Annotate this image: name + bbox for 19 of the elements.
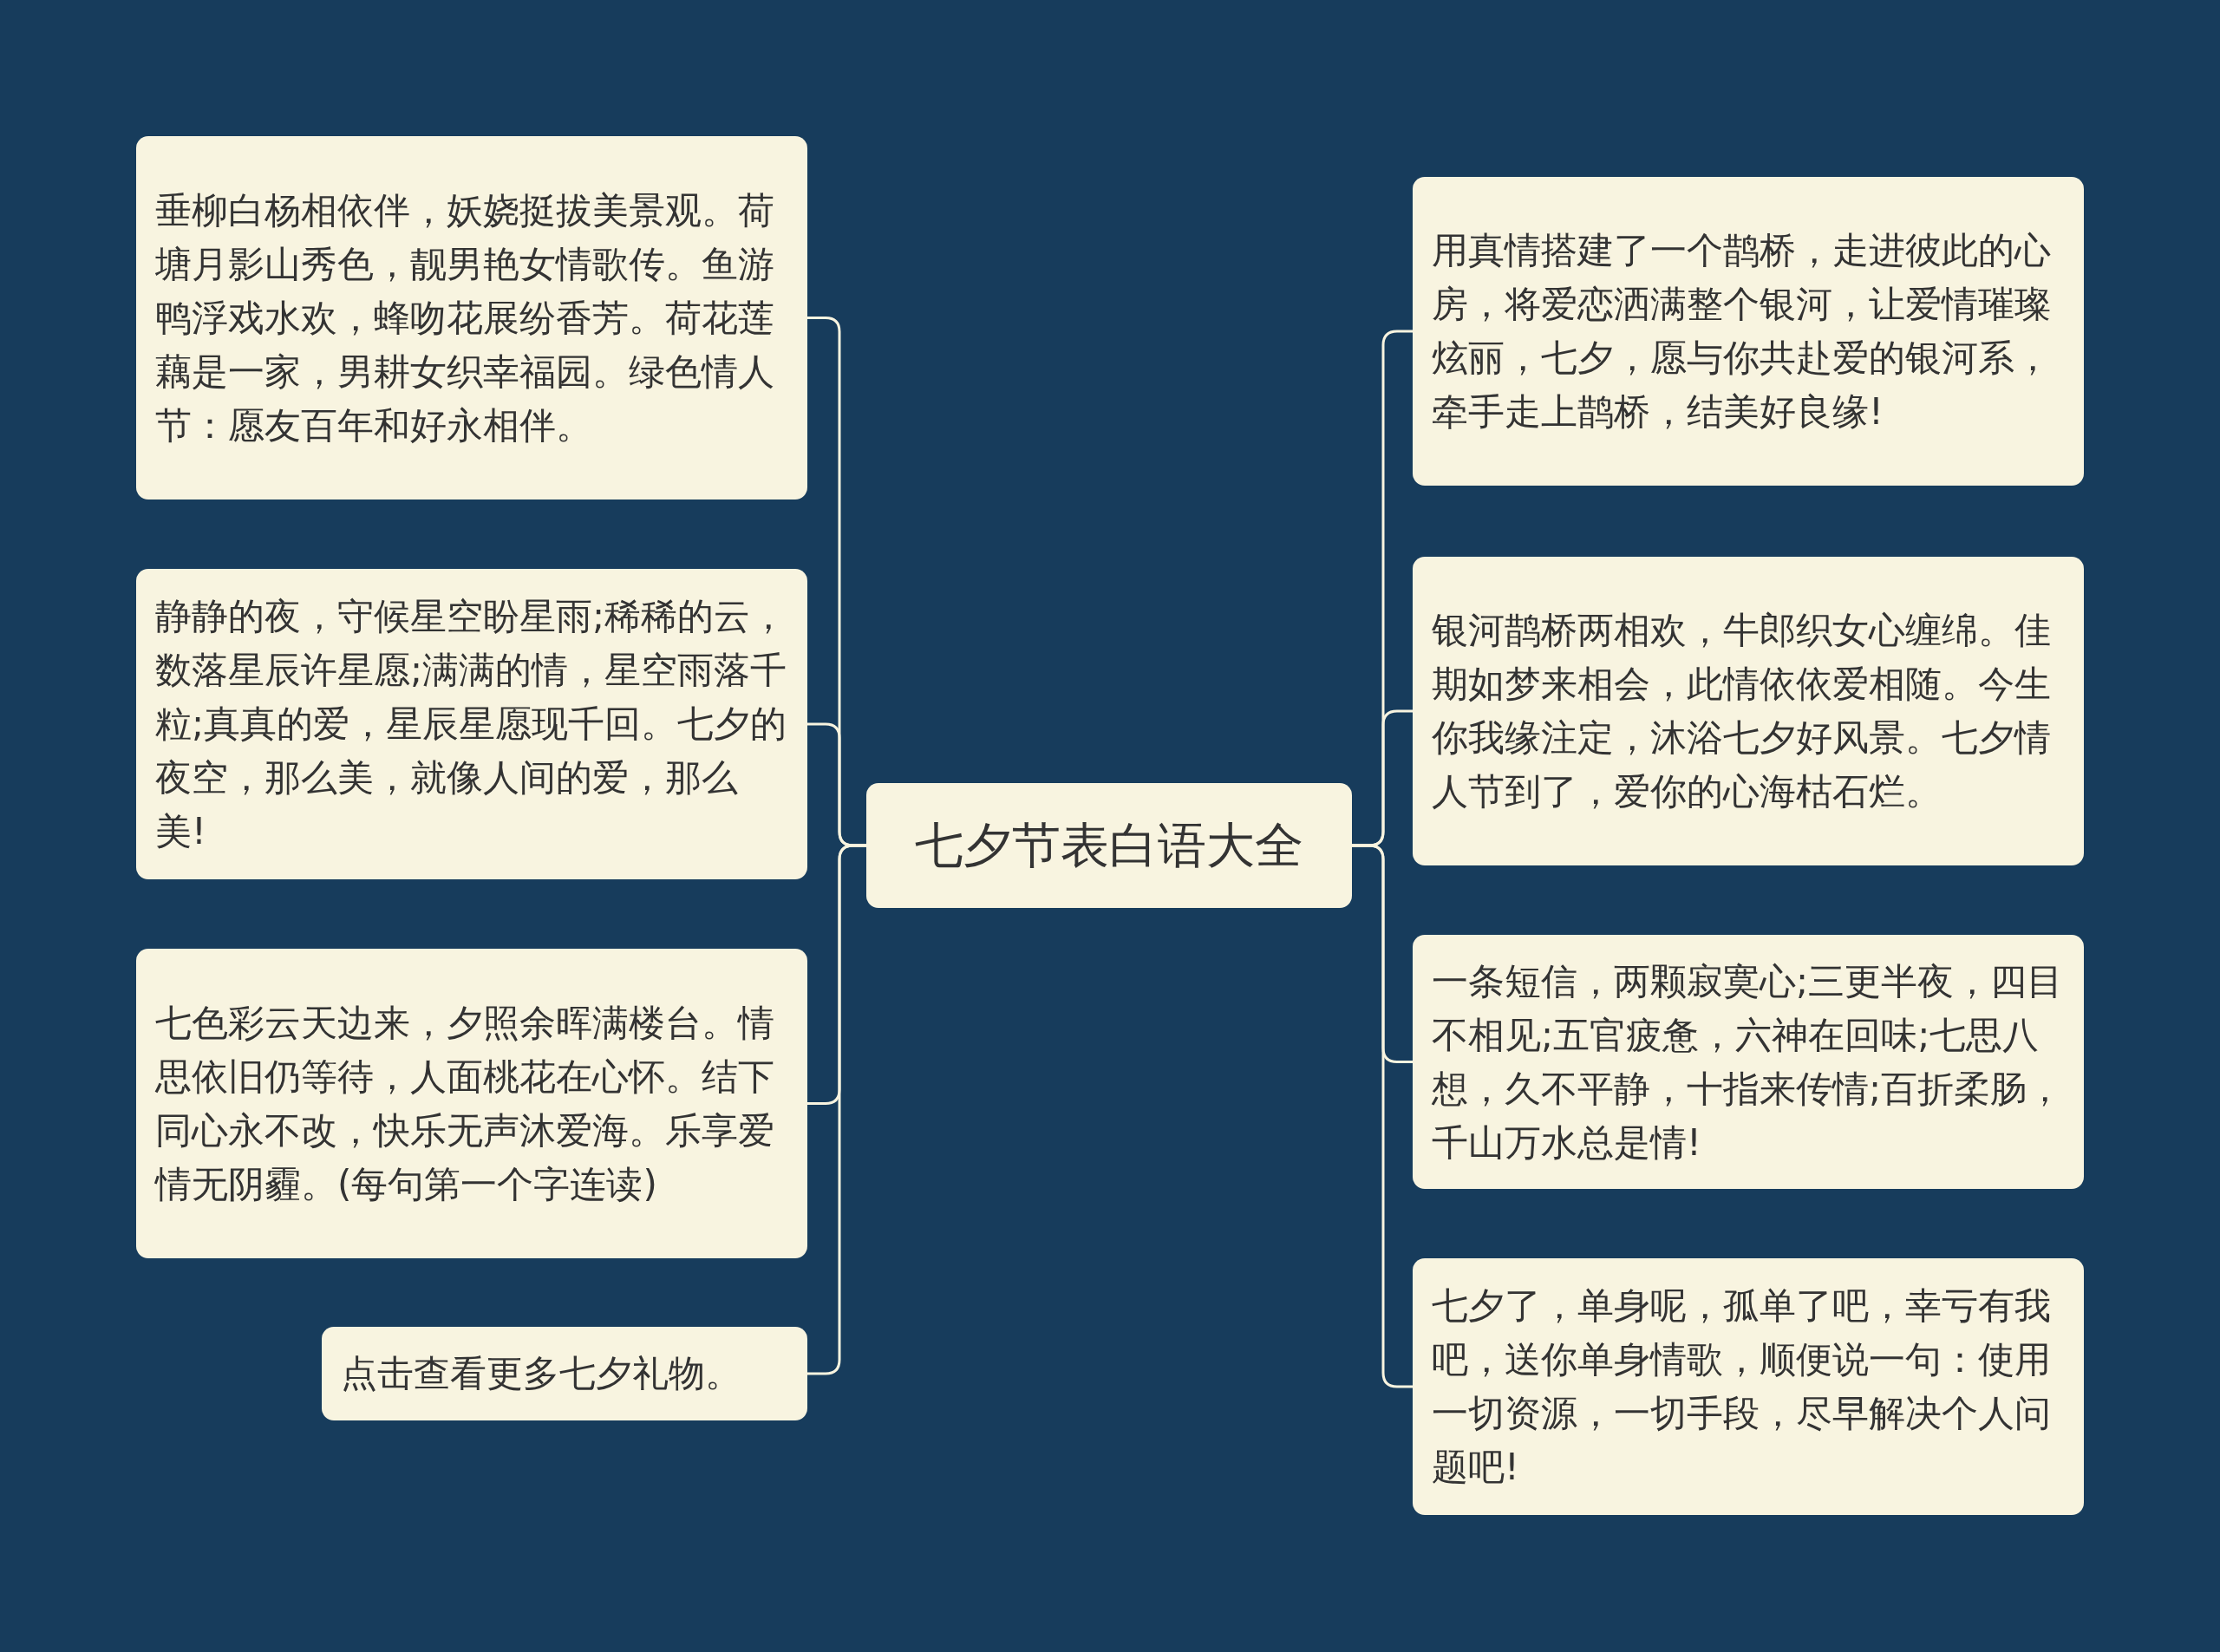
topic-box — [1413, 935, 2084, 1189]
topic-box — [1413, 557, 2084, 865]
central-topic: 七夕节表白语大全 — [915, 816, 1303, 875]
topic-box — [1413, 177, 2084, 486]
topic-text: 银河鹊桥两相欢，牛郎织女心缠绵。佳期如梦来相会，此情依依爱相随。今生你我缘注定，沐浴七夕好风景。七夕情人节到了，爱你的心海枯石烂。 — [1432, 608, 2052, 814]
central-topic-box — [866, 783, 1352, 908]
connector-line — [807, 844, 866, 1375]
topic-text: 一条短信，两颗寂寞心;三更半夜，四目不相见;五官疲惫，六神在回味;七思八想，久不平静，十指来传情;百折柔肠，千山万水总是情! — [1432, 958, 2065, 1166]
topic-text: 点击查看更多七夕礼物。 — [341, 1351, 741, 1396]
topic-box — [1413, 1258, 2084, 1515]
topic-text: 静静的夜，守候星空盼星雨;稀稀的云，数落星辰许星愿;满满的情，星空雨落千粒;真真的爱，星辰星愿现千回。七夕的夜空，那么美，就像人间的爱，那么美! — [155, 594, 788, 854]
topic-box — [136, 569, 807, 879]
topic-text: 用真情搭建了一个鹊桥，走进彼此的心房，将爱恋洒满整个银河，让爱情璀璨炫丽，七夕，愿与你共赴爱的银河系，牵手走上鹊桥，结美好良缘! — [1432, 228, 2052, 434]
topic-box — [322, 1327, 807, 1420]
topic-text: 七夕了，单身呢，孤单了吧，幸亏有我吧，送你单身情歌，顺便说一句：使用一切资源，一切手段，尽早解决个人问题吧! — [1432, 1283, 2052, 1490]
topic-text: 七色彩云天边来，夕照余晖满楼台。情思依旧仍等待，人面桃花在心怀。结下同心永不改，快乐无声沐爱海。乐享爱情无阴霾。(每句第一个字连读) — [155, 1000, 775, 1207]
topic-box — [136, 949, 807, 1258]
topic-text: 垂柳白杨相依伴，妖娆挺拔美景观。荷塘月影山秀色，靓男艳女情歌传。鱼游鸭浮戏水欢，蜂吻花展纷香芳。荷花莲藕是一家，男耕女织幸福园。绿色情人节：愿友百年和好永相伴。 — [155, 187, 775, 448]
topic-box — [136, 136, 807, 500]
